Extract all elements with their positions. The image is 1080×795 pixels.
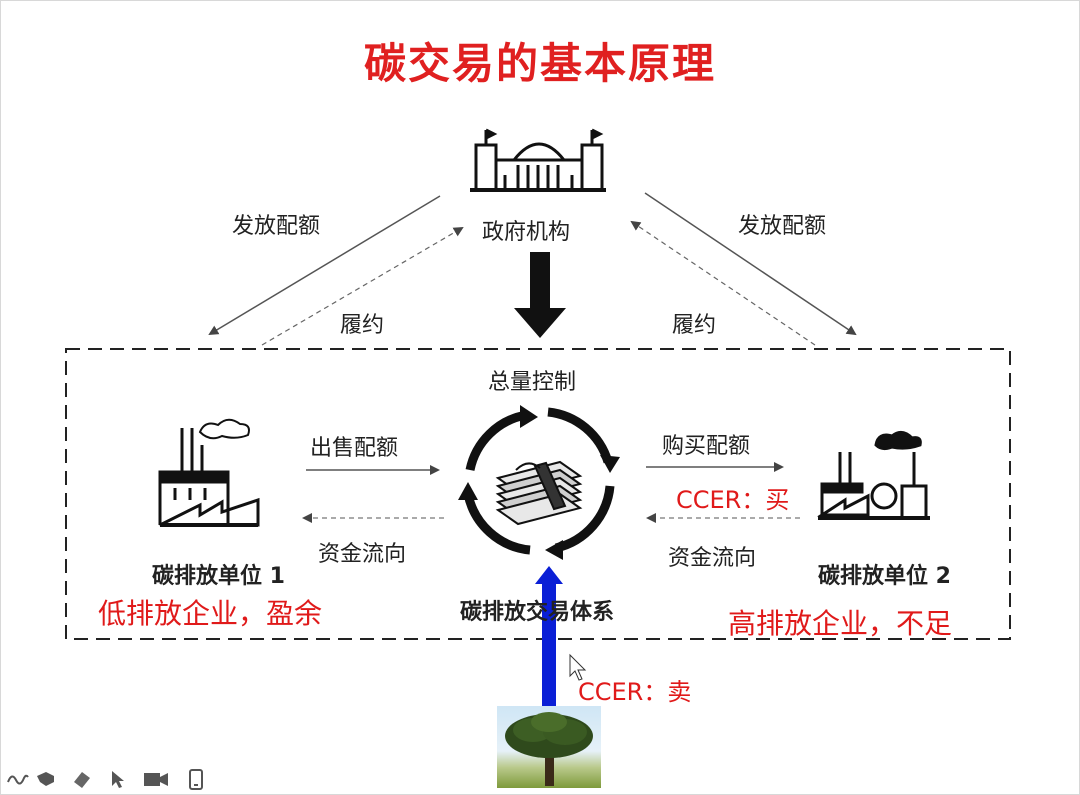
ccer-up-arrow	[535, 566, 563, 707]
eraser-icon[interactable]	[70, 768, 94, 790]
perform-left-label: 履约	[340, 307, 384, 339]
wave-icon[interactable]	[6, 768, 30, 790]
trading-system-label: 碳排放交易体系	[460, 594, 614, 626]
issue-quota-right-label: 发放配额	[738, 208, 826, 240]
factory-icon	[160, 420, 258, 525]
funds-right-label: 资金流向	[668, 540, 756, 572]
low-emission-annotation: 低排放企业，盈余	[98, 592, 322, 632]
phone-icon[interactable]	[184, 768, 208, 790]
perform-right-label: 履约	[672, 307, 716, 339]
ccer-sell-annotation: CCER：卖	[578, 672, 691, 707]
cap-down-arrow	[514, 252, 566, 338]
ccer-buy-annotation: CCER：买	[676, 480, 789, 515]
cap-control-label: 总量控制	[488, 364, 576, 396]
cursor-icon[interactable]	[106, 768, 130, 790]
issue-quota-left-label: 发放配额	[232, 208, 320, 240]
buy-quota-label: 购买配额	[662, 428, 750, 460]
perform-right-arrow	[632, 222, 815, 345]
government-building-icon	[470, 130, 606, 190]
factory-plant-icon	[818, 432, 930, 518]
sell-quota-label: 出售配额	[310, 430, 398, 462]
camera-icon[interactable]	[142, 768, 166, 790]
money-stack-icon	[498, 462, 580, 524]
unit2-label: 碳排放单位 2	[818, 558, 951, 590]
tree-image	[497, 706, 601, 788]
high-emission-annotation: 高排放企业，不足	[728, 602, 952, 642]
funds-left-label: 资金流向	[318, 536, 406, 568]
pointer-icon[interactable]	[34, 768, 58, 790]
government-label: 政府机构	[482, 214, 570, 246]
unit1-label: 碳排放单位 1	[152, 558, 285, 590]
